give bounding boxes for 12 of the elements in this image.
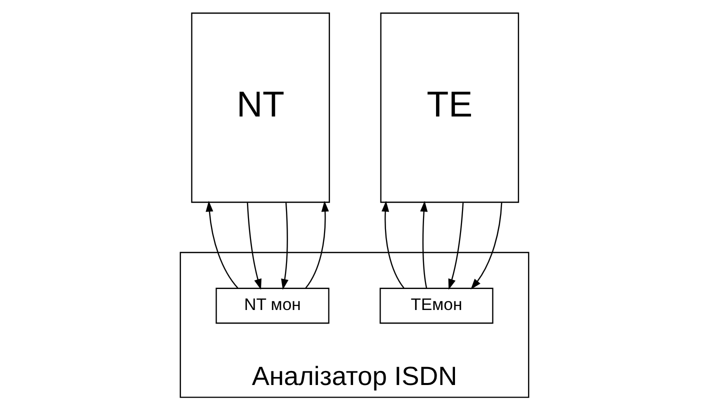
arrow	[420, 200, 428, 288]
arrow	[382, 200, 404, 288]
node-box: NT	[191, 12, 330, 203]
arrow	[281, 202, 288, 290]
node-box: TE	[380, 12, 520, 203]
arrow	[470, 202, 502, 290]
arrow	[246, 202, 262, 290]
arrow	[305, 200, 329, 288]
arrow	[206, 200, 238, 288]
node-box: TEмон	[380, 288, 494, 324]
arrow	[448, 202, 464, 290]
node-box: NT мон	[216, 288, 330, 324]
